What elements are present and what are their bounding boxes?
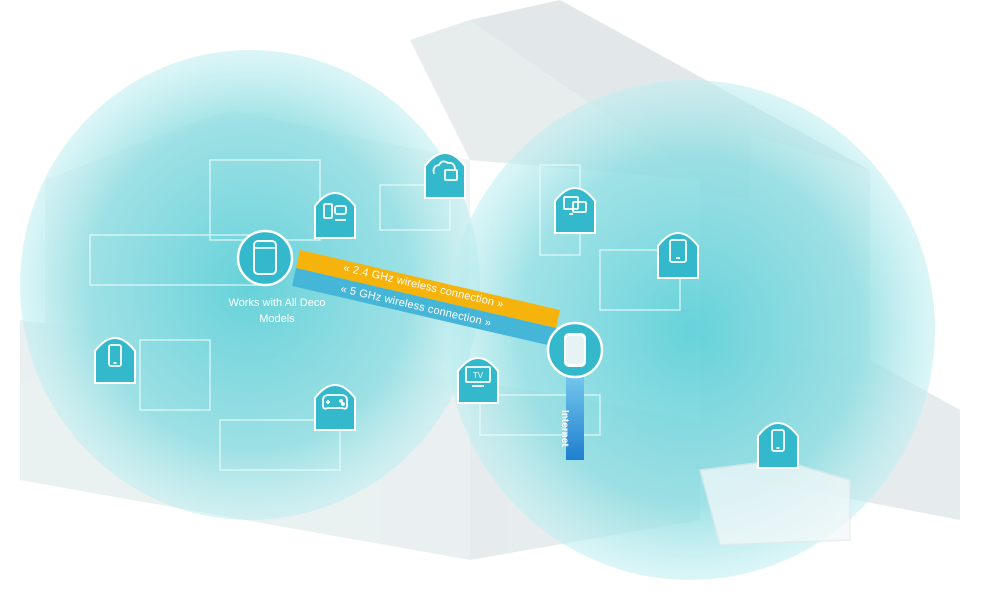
deco-satellite-node — [236, 229, 294, 287]
device-badge-phone-left — [94, 337, 136, 384]
cloud-screen-icon — [432, 160, 458, 181]
device-badge-phone-game — [314, 192, 356, 239]
phone-icon — [771, 429, 785, 452]
device-badge-cloud — [424, 152, 466, 199]
device-badge-gamepad — [314, 384, 356, 431]
monitor-screen-icon — [563, 196, 587, 215]
device-badges: TV — [94, 152, 799, 469]
gamepad-icon — [322, 394, 348, 410]
device-badge-tv: TV — [457, 357, 499, 404]
tablet-icon — [669, 239, 687, 263]
internet-label: Internet — [559, 410, 570, 447]
internet-uplink — [566, 365, 584, 460]
satellite-caption: Works with All Deco Models — [228, 297, 326, 325]
device-badge-phone-garage — [757, 422, 799, 469]
band-24ghz — [296, 250, 560, 328]
device-badge-tablet — [657, 232, 699, 279]
tv-icon: TV — [465, 366, 491, 387]
svg-text:TV: TV — [473, 371, 484, 380]
deco-main-node — [546, 321, 604, 379]
device-badge-monitor — [554, 187, 596, 234]
band-5ghz — [292, 268, 556, 346]
phone-icon — [108, 344, 122, 367]
phone-game-icon — [323, 203, 347, 221]
wireless-links — [292, 250, 560, 346]
